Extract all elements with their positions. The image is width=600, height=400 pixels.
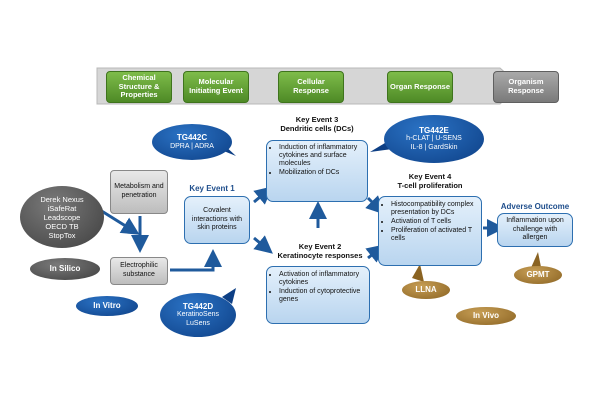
ke3-item: Mobilization of DCs: [279, 169, 364, 177]
ke4-item: Proliferation of activated T cells: [391, 227, 478, 243]
arrow-ke3-ke4: [365, 195, 385, 215]
ke2-title-block: Key Event 2 Keratinocyte responses: [264, 242, 376, 260]
ke1-box: Covalent interactions with skin proteins: [184, 196, 250, 244]
stage-chemical-structure: Chemical Structure & Properties: [106, 71, 172, 103]
in-silico-label-text: In Silico: [49, 264, 81, 274]
metabolism-box: Metabolism and penetration: [110, 170, 168, 214]
in-silico-tools-text: Derek Nexus iSafeRat Leadscope OECD TB S…: [40, 194, 84, 240]
stage-cellular-response: Cellular Response: [278, 71, 344, 103]
gpmt-text: GPMT: [526, 270, 550, 280]
tg442d-title: TG442D: [182, 301, 214, 311]
callout-llna-tail: [412, 264, 424, 282]
ke2-item: Activation of inflammatory cytokines: [279, 271, 366, 287]
tg442e-callout: TG442E h-CLAT | U-SENS IL-8 | GardSkin: [384, 115, 484, 163]
ke4-title-block: Key Event 4 T-cell proliferation: [378, 172, 482, 190]
in-vivo-label: In Vivo: [456, 307, 516, 325]
tg442e-methods-1: h-CLAT | U-SENS: [406, 135, 462, 143]
ke4-subtitle: T-cell proliferation: [397, 180, 463, 190]
electrophilic-text: Electrophilic substance: [120, 262, 158, 278]
gpmt-label: GPMT: [514, 266, 562, 284]
tg442d-methods: KeratinoSens LuSens: [176, 311, 220, 327]
ke4-item: Histocompatibility complex presentation …: [391, 201, 478, 217]
arrow-ke1-ke2: [253, 235, 273, 254]
adverse-title: Adverse Outcome: [500, 202, 570, 211]
stage-organism-response: Organism Response: [493, 71, 559, 103]
in-vitro-label: In Vitro: [76, 296, 138, 316]
llna-text: LLNA: [415, 285, 437, 295]
ke3-box: Induction of inflammatory cytokines and …: [266, 140, 368, 202]
arrow-electrophilic-ke1: [170, 249, 222, 272]
in-silico-tools: Derek Nexus iSafeRat Leadscope OECD TB S…: [20, 186, 104, 248]
stage-molecular-initiating-event: Molecular Initiating Event: [183, 71, 249, 103]
in-vivo-text: In Vivo: [472, 311, 500, 321]
adverse-box: Inflammation upon challenge with allerge…: [497, 213, 573, 247]
ke3-subtitle: Dendritic cells (DCs): [280, 123, 354, 133]
ke1-title: Key Event 1: [189, 184, 235, 193]
callout-tg442d-tail: [222, 288, 236, 304]
arrow-ke2-ke4: [365, 244, 386, 263]
adverse-text: Inflammation upon challenge with allerge…: [506, 217, 564, 242]
ke3-title: Key Event 3: [295, 115, 339, 124]
tg442c-title: TG442C: [176, 133, 208, 142]
tg442d-callout: TG442D KeratinoSens LuSens: [160, 293, 236, 337]
ke2-subtitle: Keratinocyte responses: [277, 250, 363, 260]
llna-label: LLNA: [402, 281, 450, 299]
ke1-text: Covalent interactions with skin proteins: [191, 207, 243, 232]
tg442c-callout: TG442C DPRA | ADRA: [152, 124, 232, 160]
in-silico-label: In Silico: [30, 258, 100, 280]
ke3-item: Induction of inflammatory cytokines and …: [279, 144, 364, 168]
ke2-title: Key Event 2: [298, 242, 342, 251]
ke2-item: Induction of cytoprotective genes: [279, 288, 366, 304]
metabolism-text: Metabolism and penetration: [114, 183, 164, 199]
ke3-title-block: Key Event 3 Dendritic cells (DCs): [262, 115, 372, 133]
ke4-title: Key Event 4: [408, 172, 452, 181]
electrophilic-box: Electrophilic substance: [110, 257, 168, 285]
stage-organ-response: Organ Response: [387, 71, 453, 103]
tg442c-methods: DPRA | ADRA: [170, 142, 214, 150]
arrow-ke1-ke3: [253, 186, 273, 205]
ke4-box: Histocompatibility complex presentation …: [378, 196, 482, 266]
ke4-item: Activation of T cells: [391, 218, 478, 226]
tg442e-methods-2: IL-8 | GardSkin: [410, 143, 458, 151]
ke2-box: Activation of inflammatory cytokines Ind…: [266, 266, 370, 324]
in-vitro-text: In Vitro: [93, 301, 121, 311]
tg442e-title: TG442E: [419, 125, 449, 135]
